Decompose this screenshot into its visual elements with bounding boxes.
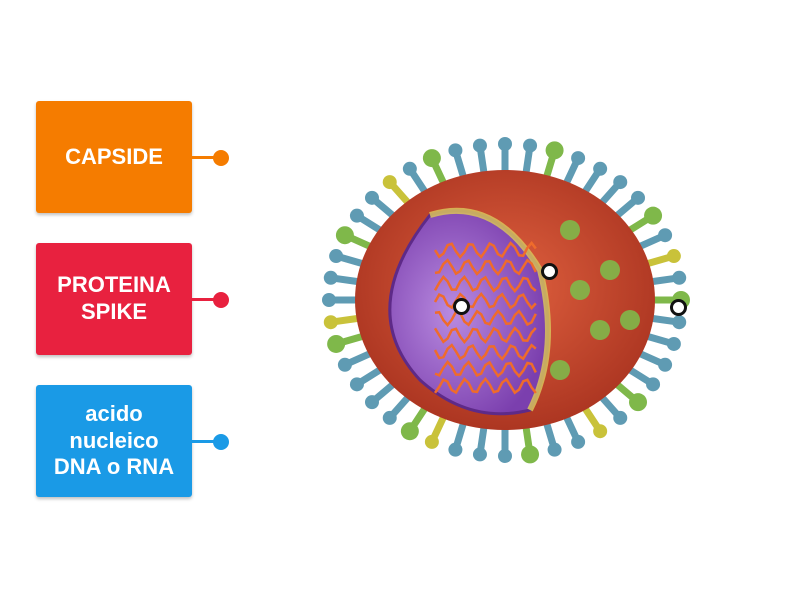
spike-head xyxy=(401,422,419,440)
spike-head xyxy=(593,424,607,438)
surface-spike xyxy=(550,360,570,380)
spike-head xyxy=(327,335,345,353)
spike-head xyxy=(613,411,627,425)
spike-head xyxy=(403,162,417,176)
surface-spike xyxy=(620,310,640,330)
connector-dot xyxy=(213,434,229,450)
spike-head xyxy=(365,191,379,205)
spike-head xyxy=(629,393,647,411)
label-text: CAPSIDE xyxy=(65,144,163,171)
spike-head xyxy=(644,207,662,225)
spike-head xyxy=(350,377,364,391)
virus-illustration xyxy=(310,120,700,470)
spike-head xyxy=(571,435,585,449)
surface-spike xyxy=(590,320,610,340)
spike-head xyxy=(593,162,607,176)
connector-dot xyxy=(213,292,229,308)
spike-head xyxy=(473,139,487,153)
drop-target-2[interactable] xyxy=(541,263,558,280)
connector-dot xyxy=(213,150,229,166)
surface-spike xyxy=(600,260,620,280)
spike-head xyxy=(383,175,397,189)
spike-head xyxy=(498,449,512,463)
spike-head xyxy=(672,271,686,285)
spike-head xyxy=(498,137,512,151)
spike-head xyxy=(425,435,439,449)
label-text: acido nucleico DNA o RNA xyxy=(44,401,184,481)
spike-head xyxy=(571,151,585,165)
spike-head xyxy=(473,447,487,461)
surface-spike xyxy=(560,220,580,240)
spike-head xyxy=(448,143,462,157)
spike-head xyxy=(383,411,397,425)
spike-head xyxy=(672,315,686,329)
spike-head xyxy=(658,358,672,372)
spike-head xyxy=(658,228,672,242)
spike-head xyxy=(667,337,681,351)
spike-head xyxy=(329,249,343,263)
label-card-acido-nucleico[interactable]: acido nucleico DNA o RNA xyxy=(36,385,192,497)
surface-spike xyxy=(570,280,590,300)
spike-head xyxy=(646,377,660,391)
spike-head xyxy=(548,443,562,457)
drop-target-1[interactable] xyxy=(453,298,470,315)
spike-head xyxy=(324,271,338,285)
spike-head xyxy=(613,175,627,189)
spike-head xyxy=(521,445,539,463)
spike-head xyxy=(546,141,564,159)
spike-head xyxy=(350,209,364,223)
drop-target-3[interactable] xyxy=(670,299,687,316)
spike-head xyxy=(631,191,645,205)
spike-head xyxy=(322,293,336,307)
spike-head xyxy=(523,139,537,153)
spike-head xyxy=(423,149,441,167)
label-text: PROTEINA SPIKE xyxy=(49,272,179,326)
label-card-capside[interactable]: CAPSIDE xyxy=(36,101,192,213)
spike-head xyxy=(324,315,338,329)
spike-head xyxy=(365,395,379,409)
label-card-proteina-spike[interactable]: PROTEINA SPIKE xyxy=(36,243,192,355)
spike-head xyxy=(338,358,352,372)
spike-head xyxy=(667,249,681,263)
spike-head xyxy=(448,443,462,457)
spike-head xyxy=(336,226,354,244)
